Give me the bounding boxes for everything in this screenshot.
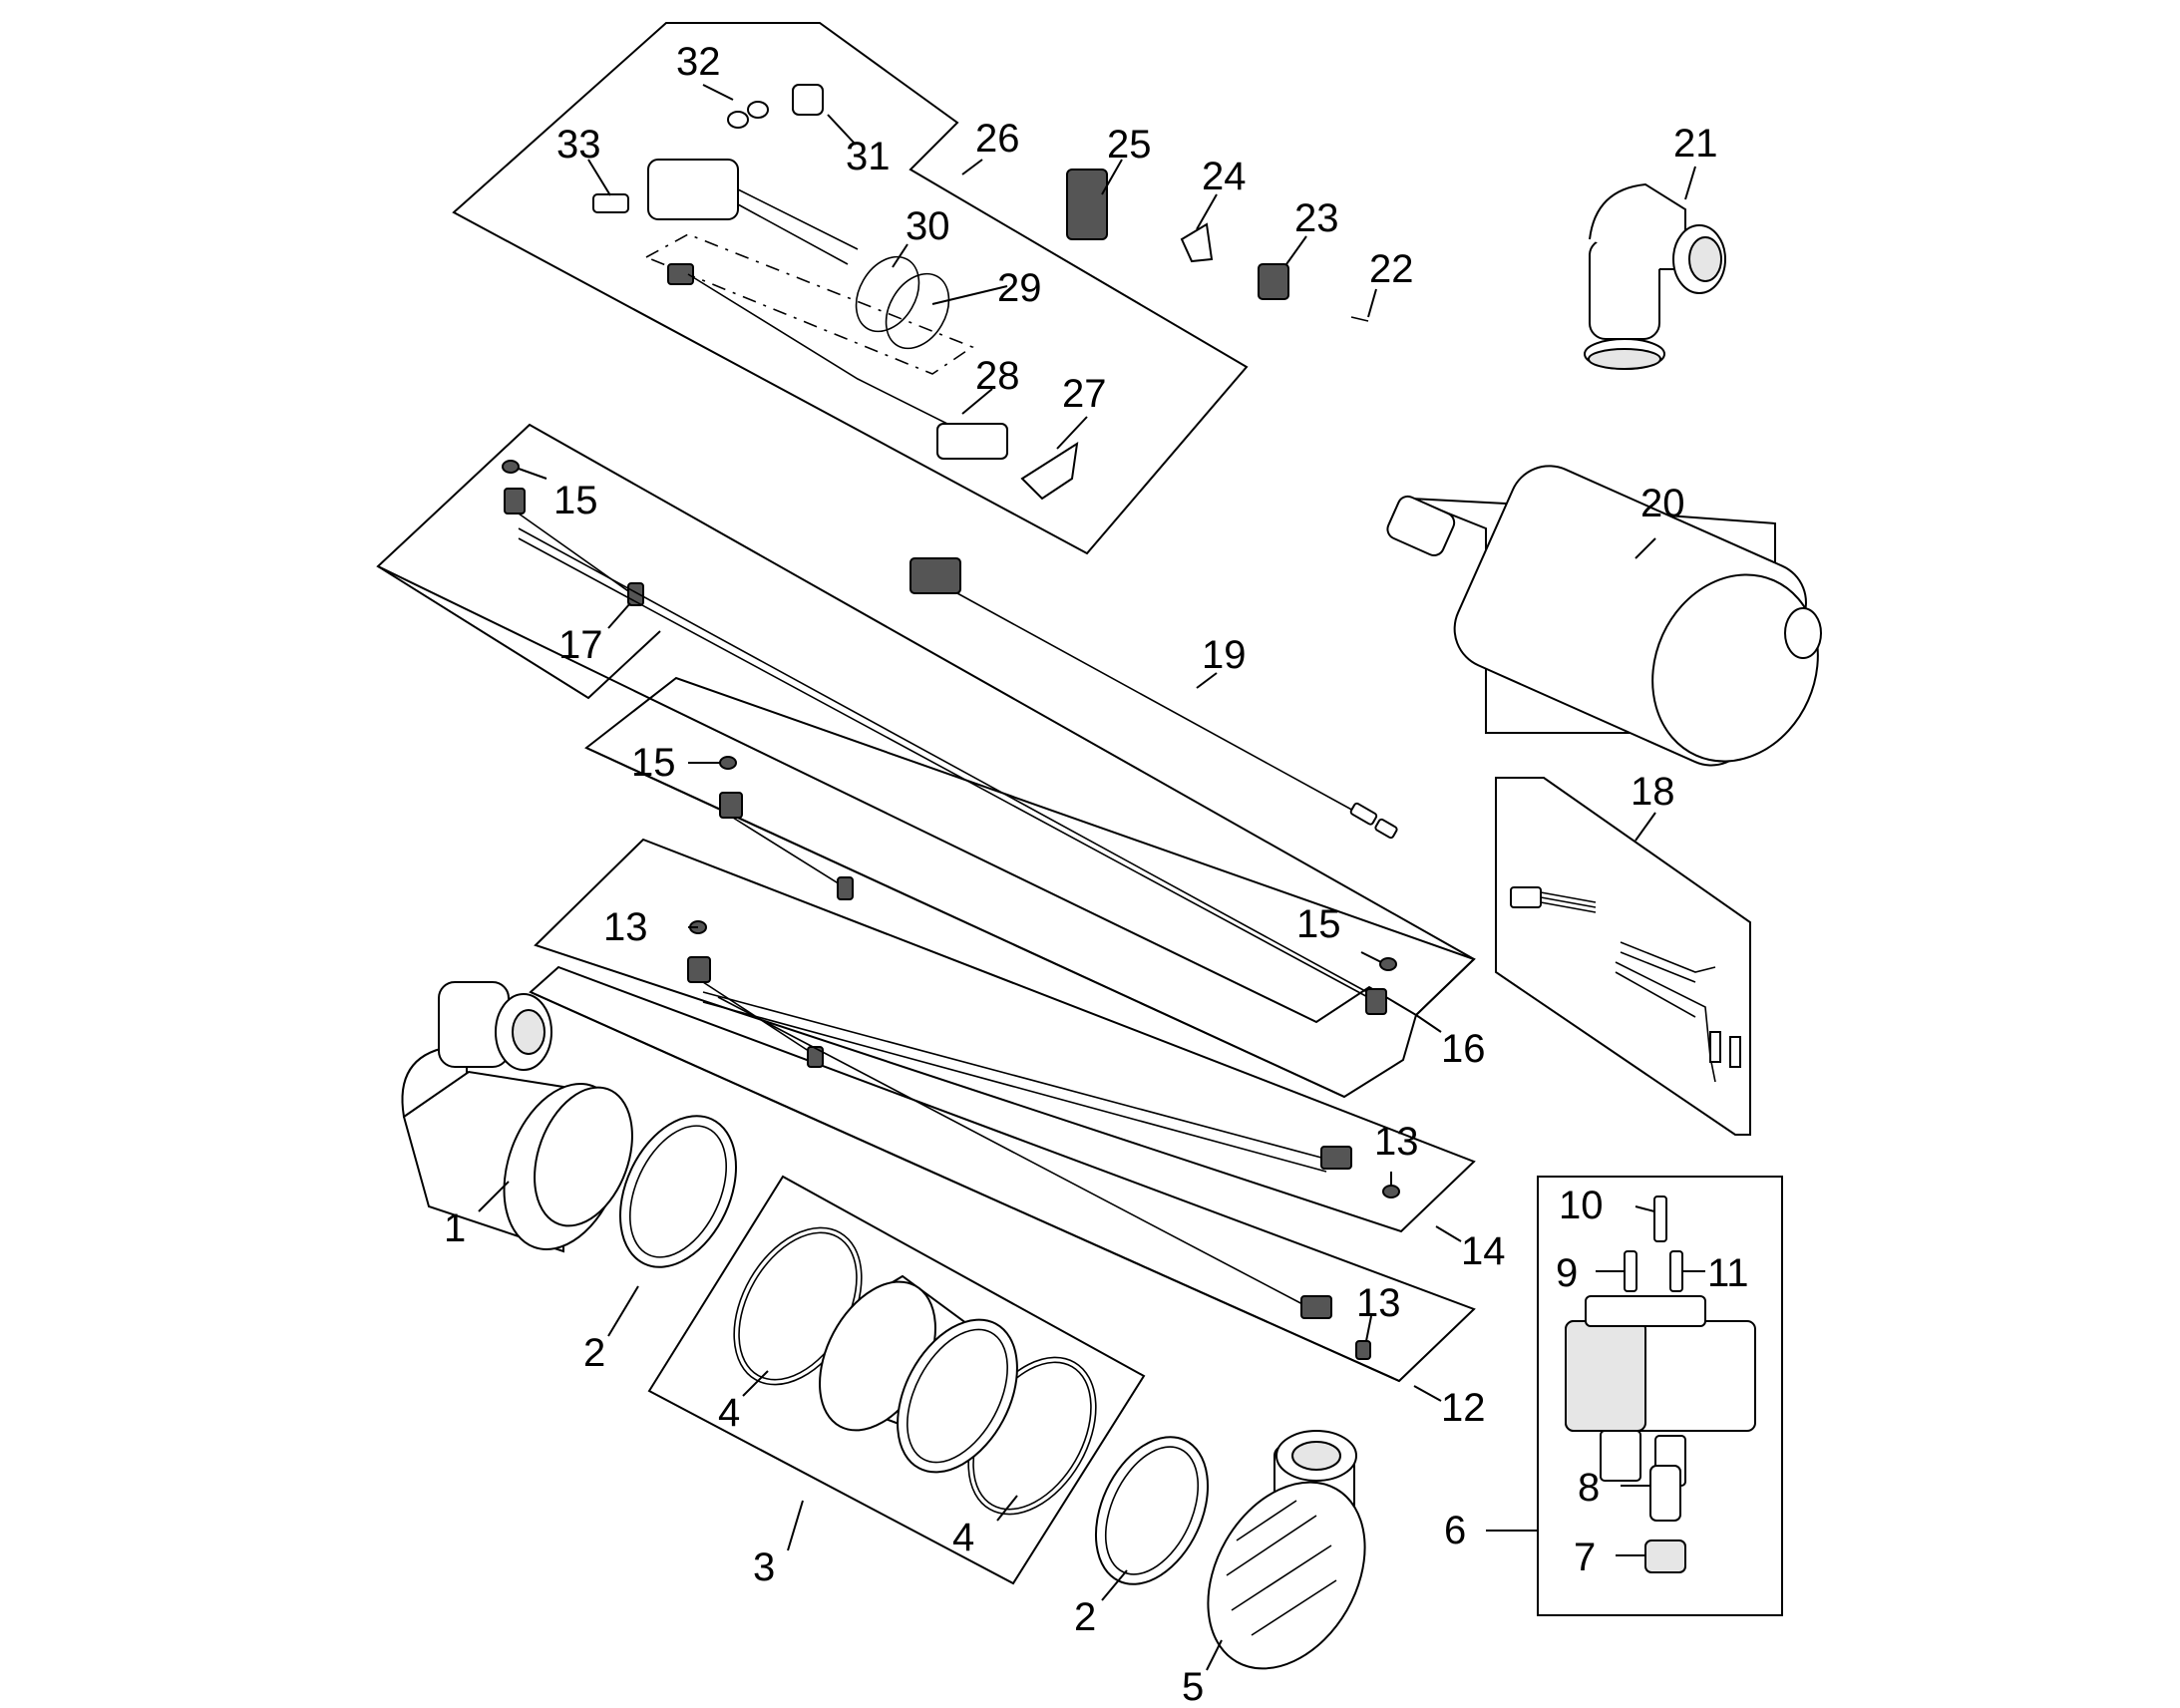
- part-15-seal-middle: [719, 756, 737, 770]
- part-15-seal-right: [1379, 957, 1397, 971]
- callout-19: 19: [1202, 633, 1247, 677]
- part-13-seal-right: [1382, 1185, 1400, 1198]
- callout-27: 27: [1062, 372, 1107, 416]
- callout-32: 32: [676, 40, 721, 84]
- callout-15-middle: 15: [631, 741, 676, 785]
- part-15-seal-upper: [502, 460, 520, 474]
- callout-31: 31: [846, 135, 891, 178]
- part-32-washers: [727, 101, 769, 129]
- part-7-cap: [1644, 1539, 1686, 1573]
- part-13-seal-lower: [1355, 1340, 1371, 1360]
- group-18-outline: [1495, 777, 1751, 1136]
- callout-4-left: 4: [718, 1391, 740, 1435]
- part-11-sensor: [1669, 1250, 1683, 1292]
- callout-10: 10: [1559, 1184, 1604, 1227]
- part-33-fitting: [592, 193, 629, 213]
- part-18-sensor-set: [1510, 886, 1741, 1083]
- part-1-inlet-pipe: [401, 981, 633, 1253]
- callout-4-right: 4: [952, 1516, 974, 1559]
- part-2-clamp-upper: [618, 1115, 738, 1268]
- part-31-elbow: [792, 84, 824, 116]
- part-17-cable-assembly: [504, 488, 1387, 1015]
- group-26-outline: [452, 22, 1249, 555]
- part-25-connector: [1066, 169, 1108, 240]
- callout-18: 18: [1631, 770, 1675, 814]
- group-12-outline: [529, 965, 1476, 1383]
- part-24-gasket: [1180, 222, 1214, 263]
- callout-22: 22: [1369, 247, 1414, 291]
- callout-16: 16: [1441, 1027, 1486, 1071]
- part-29-ring: [885, 272, 950, 350]
- callout-5: 5: [1182, 1665, 1204, 1708]
- part-6-heater-unit: [1565, 1295, 1756, 1487]
- callout-21: 21: [1673, 122, 1718, 166]
- part-22-screw: [1350, 316, 1369, 322]
- callout-14: 14: [1461, 1229, 1506, 1273]
- part-19-sensor-cable: [909, 557, 1398, 840]
- part-5-outlet-silencer: [1207, 1430, 1366, 1670]
- callout-15-right: 15: [1296, 902, 1341, 946]
- part-3-coupling-sleeve: [819, 1274, 1018, 1474]
- callout-25: 25: [1107, 123, 1152, 167]
- part-2-clamp-lower: [1094, 1436, 1210, 1585]
- group-16-outline: [584, 676, 1476, 1099]
- callout-2-lower: 2: [1074, 1595, 1096, 1639]
- part-16-cable-assembly: [719, 792, 854, 900]
- callout-9: 9: [1556, 1251, 1578, 1295]
- callout-8: 8: [1578, 1466, 1600, 1510]
- leader-lines: [478, 84, 1705, 1671]
- callout-28: 28: [975, 354, 1020, 398]
- callout-13-left: 13: [603, 905, 648, 949]
- callout-33: 33: [556, 123, 601, 167]
- part-23-clip: [1258, 263, 1289, 300]
- callout-26: 26: [975, 117, 1020, 161]
- callout-12: 12: [1441, 1386, 1486, 1430]
- part-10-sensor: [1653, 1196, 1667, 1242]
- part-21-elbow-fitting: [1584, 182, 1726, 370]
- group-6-outline: [1537, 1176, 1783, 1616]
- part-27-bracket: [1020, 441, 1079, 501]
- part-14-cable-assembly: [687, 956, 1352, 1173]
- callout-24: 24: [1202, 155, 1247, 198]
- callout-13-right: 13: [1374, 1120, 1419, 1164]
- callout-2-upper: 2: [583, 1331, 605, 1375]
- callout-13-lower: 13: [1356, 1281, 1401, 1325]
- callout-15-upper: 15: [553, 479, 598, 522]
- callout-6: 6: [1444, 1509, 1466, 1552]
- callout-1: 1: [444, 1206, 466, 1250]
- callout-20: 20: [1640, 482, 1685, 525]
- callout-3: 3: [753, 1545, 775, 1589]
- callout-30: 30: [906, 204, 950, 248]
- part-12-cable-assembly: [717, 996, 1332, 1319]
- part-9-sensor: [1624, 1250, 1637, 1292]
- callout-11: 11: [1707, 1251, 1749, 1295]
- part-8-filter: [1649, 1465, 1681, 1522]
- callout-7: 7: [1574, 1536, 1596, 1579]
- callout-23: 23: [1294, 196, 1339, 240]
- group-3-outline: [647, 1175, 1146, 1585]
- part-28-glow-pin: [667, 263, 1008, 460]
- group-14-outline: [534, 838, 1476, 1233]
- callout-29: 29: [997, 266, 1042, 310]
- callout-17: 17: [558, 623, 603, 667]
- part-20-muffler: [1386, 465, 1822, 767]
- part-26-burner-assembly: [647, 159, 859, 265]
- part-30-ring: [855, 255, 920, 333]
